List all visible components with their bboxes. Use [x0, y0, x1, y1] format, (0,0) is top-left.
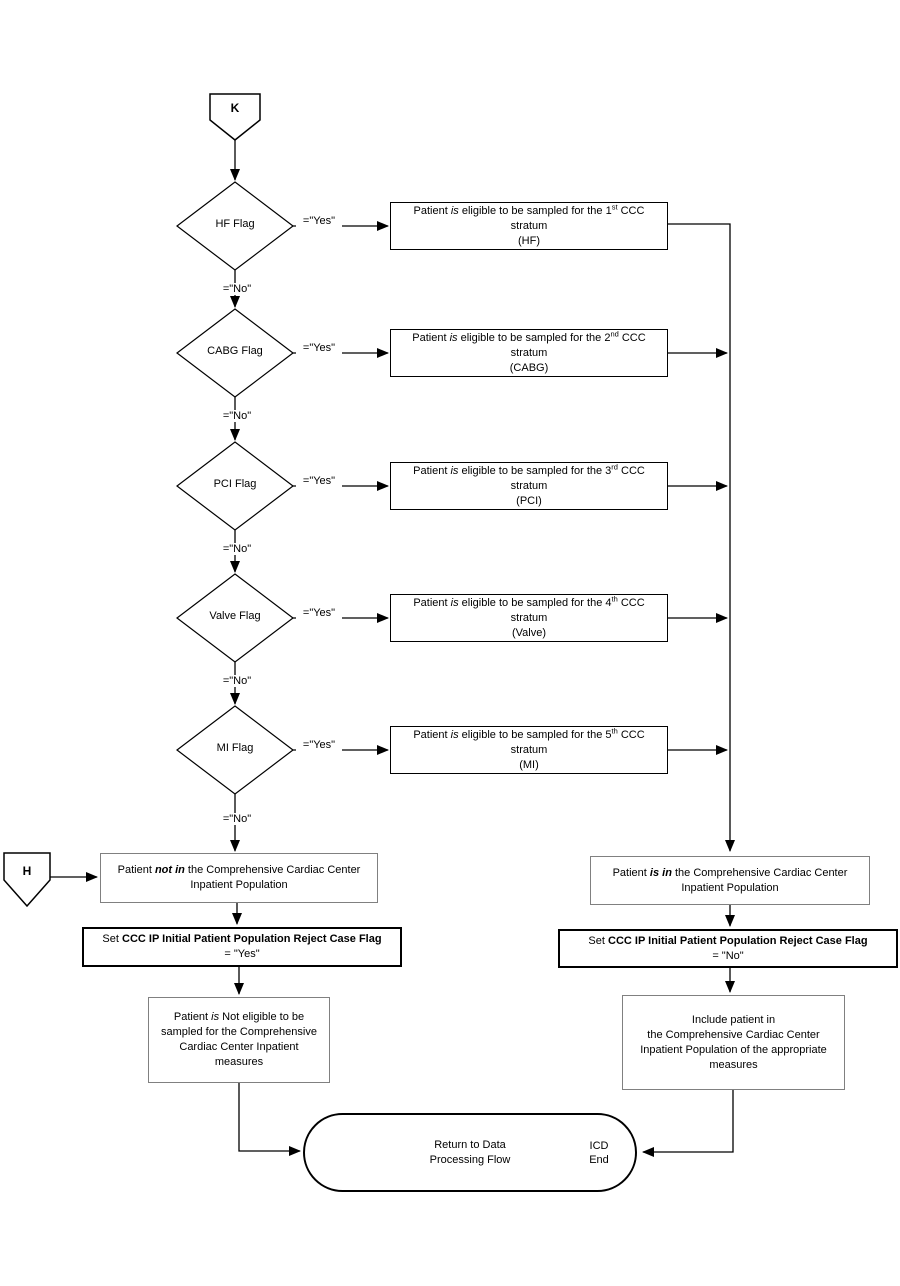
left-result-line1: Patient is Not eligible to be — [173, 1011, 305, 1023]
process-box-hf-stratum: Patient is eligible to be sampled for th… — [390, 202, 668, 250]
decision-label-hf: HF Flag — [215, 218, 255, 230]
left-result-box: Patient is Not eligible to be sampled fo… — [148, 997, 330, 1083]
right-population-box: Patient is in the Comprehensive Cardiac … — [590, 856, 870, 905]
process-line2: stratum — [510, 612, 548, 624]
terminator-line2: Processing Flow — [429, 1153, 511, 1166]
process-line1: Patient is eligible to be sampled for th… — [413, 202, 645, 217]
yes-edge-label: ="Yes" — [296, 342, 342, 354]
right-result-line4: measures — [709, 1058, 758, 1071]
connector-k-label: K — [230, 101, 240, 115]
decision-label-valve: Valve Flag — [209, 610, 261, 622]
process-line2: stratum — [510, 744, 548, 756]
right-result-box: Include patient in the Comprehensive Car… — [622, 995, 845, 1090]
no-edge-label: ="No" — [211, 543, 263, 555]
decision-label-pci: PCI Flag — [213, 478, 257, 490]
edge-right-result-to-end — [642, 1090, 734, 1157]
no-edge-label: ="No" — [211, 813, 263, 825]
process-line1: Patient is eligible to be sampled for th… — [413, 594, 645, 609]
no-edge-label: ="No" — [211, 283, 263, 295]
yes-edge-label: ="Yes" — [296, 739, 342, 751]
process-line3: (Valve) — [511, 627, 547, 639]
left-set-flag-box: Set CCC IP Initial Patient Population Re… — [82, 927, 402, 967]
decision-diamond-valve — [176, 573, 294, 663]
process-line2: stratum — [510, 220, 548, 232]
process-line3: (HF) — [518, 235, 540, 247]
process-line3: (PCI) — [516, 495, 542, 507]
decision-diamond-cabg — [176, 308, 294, 398]
process-line2: stratum — [510, 347, 548, 359]
icd-line: ICD — [589, 1140, 609, 1152]
no-edge-label: ="No" — [211, 675, 263, 687]
connector-icd-end-label: ICD End — [575, 1139, 623, 1167]
process-box-cabg-stratum: Patient is eligible to be sampled for th… — [390, 329, 668, 377]
right-result-line2: the Comprehensive Cardiac Center — [647, 1028, 820, 1041]
process-line1: Patient is eligible to be sampled for th… — [413, 462, 645, 477]
decision-diamond-mi — [176, 705, 294, 795]
process-line1: Patient is eligible to be sampled for th… — [413, 726, 645, 741]
decision-diamond-hf — [176, 181, 294, 271]
yes-edge-label: ="Yes" — [296, 215, 342, 227]
terminator-line1: Return to Data — [434, 1138, 506, 1151]
right-set-flag-line1: Set CCC IP Initial Patient Population Re… — [588, 934, 868, 947]
left-population-box: Patient not in the Comprehensive Cardiac… — [100, 853, 378, 903]
process-line3: (MI) — [519, 759, 539, 771]
decision-label-cabg: CABG Flag — [207, 345, 263, 357]
terminator-text: Return to Data Processing Flow — [430, 1138, 511, 1168]
process-box-pci-stratum: Patient is eligible to be sampled for th… — [390, 462, 668, 510]
right-result-line1: Include patient in — [691, 1013, 776, 1026]
right-set-flag-line2: = "No" — [712, 949, 744, 962]
right-set-flag-box: Set CCC IP Initial Patient Population Re… — [558, 929, 898, 968]
edge-collector-vertical — [668, 223, 735, 852]
right-population-text: Patient is in the Comprehensive Cardiac … — [612, 866, 848, 894]
no-edge-label: ="No" — [211, 410, 263, 422]
process-line3: (CABG) — [509, 362, 549, 374]
left-set-flag-line1: Set CCC IP Initial Patient Population Re… — [102, 933, 382, 945]
left-result-line2: sampled for the Comprehensive — [161, 1026, 317, 1038]
decision-diamond-pci — [176, 441, 294, 531]
yes-edge-label: ="Yes" — [296, 475, 342, 487]
yes-edge-label: ="Yes" — [296, 607, 342, 619]
process-line2: stratum — [510, 480, 548, 492]
left-population-text: Patient not in the Comprehensive Cardiac… — [117, 864, 361, 891]
connector-h-label: H — [22, 864, 32, 878]
left-result-line4: measures — [214, 1056, 264, 1068]
edge-left-result-to-end — [238, 1083, 301, 1156]
connector-k-shape — [209, 93, 261, 141]
left-set-flag-line2: = "Yes" — [224, 948, 260, 960]
left-result-line3: Cardiac Center Inpatient — [179, 1041, 299, 1053]
right-result-line3: Inpatient Population of the appropriate — [640, 1043, 827, 1056]
decision-label-mi: MI Flag — [216, 742, 254, 754]
process-box-valve-stratum: Patient is eligible to be sampled for th… — [390, 594, 668, 642]
connector-h-shape — [3, 852, 51, 908]
process-line1: Patient is eligible to be sampled for th… — [412, 329, 646, 344]
end-line: End — [589, 1154, 609, 1166]
process-box-mi-stratum: Patient is eligible to be sampled for th… — [390, 726, 668, 774]
terminator-oval: Return to Data Processing Flow — [303, 1113, 637, 1192]
